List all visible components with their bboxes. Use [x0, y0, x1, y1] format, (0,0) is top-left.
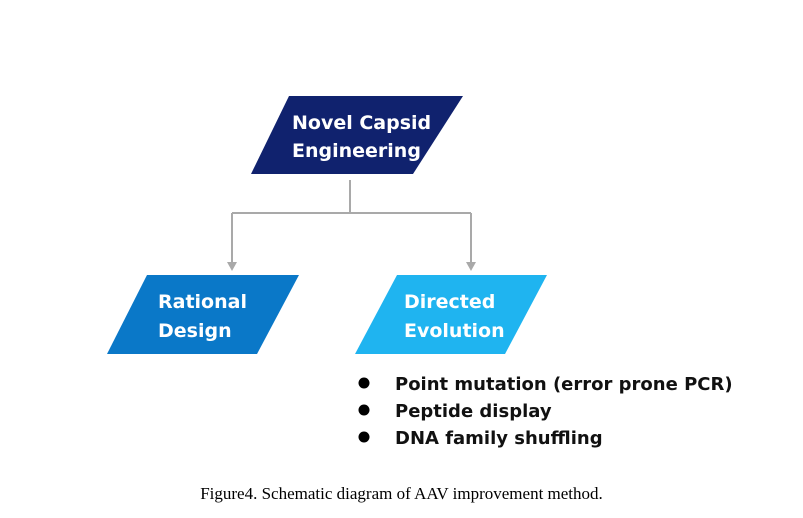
bullet-item: Point mutation (error prone PCR): [358, 374, 733, 395]
node-root-line1: Novel Capsid: [292, 112, 431, 134]
figure-caption: Figure4. Schematic diagram of AAV improv…: [200, 484, 603, 503]
bullet-list: Point mutation (error prone PCR) Peptide…: [358, 374, 733, 449]
node-directed-line1: Directed: [404, 291, 495, 313]
bullet-dot: [358, 431, 370, 443]
bullet-dot: [358, 404, 370, 416]
bullet-item: Peptide display: [358, 401, 552, 422]
node-rational-line2: Design: [158, 320, 232, 342]
bullet-text: Peptide display: [395, 401, 552, 422]
bullet-item: DNA family shuffling: [358, 428, 603, 449]
node-directed-evolution: Directed Evolution: [355, 275, 547, 354]
bullet-text: DNA family shuffling: [395, 428, 603, 449]
node-rational-design: Rational Design: [107, 275, 299, 354]
node-rational-line1: Rational: [158, 291, 247, 313]
arrowhead-rational: [227, 262, 237, 271]
node-shape-root: [251, 96, 463, 174]
node-root-line2: Engineering: [292, 140, 421, 162]
connectors: [227, 180, 476, 271]
arrowhead-directed: [466, 262, 476, 271]
node-novel-capsid-engineering: Novel Capsid Engineering: [251, 96, 463, 174]
node-directed-line2: Evolution: [404, 320, 505, 342]
bullet-text: Point mutation (error prone PCR): [395, 374, 733, 395]
node-shape-rational: [107, 275, 299, 354]
node-shape-directed: [355, 275, 547, 354]
bullet-dot: [358, 377, 370, 389]
